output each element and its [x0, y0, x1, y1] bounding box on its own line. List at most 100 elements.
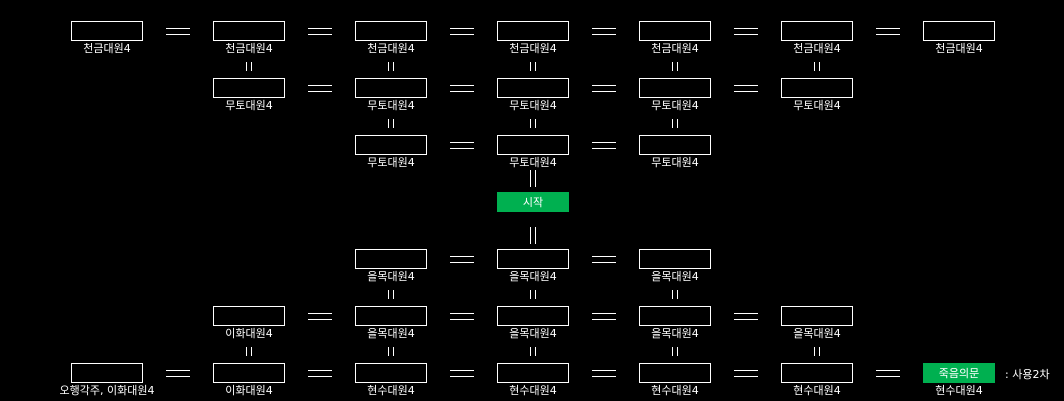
- room-label: 을목대원4: [651, 327, 699, 340]
- room-row-cheongeum-col4: 천금대원4: [639, 21, 711, 55]
- room-label: 천금대원4: [651, 42, 699, 55]
- horizontal-link: [166, 370, 190, 377]
- room-box[interactable]: [781, 306, 853, 326]
- horizontal-link: [876, 370, 900, 377]
- room-label: 을목대원4: [509, 270, 557, 283]
- room-row-muto-2-col3: 무토대원4: [497, 135, 569, 169]
- start-box[interactable]: 시작: [497, 192, 569, 212]
- room-label: 현수대원4: [367, 384, 415, 397]
- room-box[interactable]: [355, 306, 427, 326]
- room-box[interactable]: [639, 306, 711, 326]
- vertical-link: [388, 347, 394, 356]
- room-box[interactable]: [923, 21, 995, 41]
- room-row-hyeonsu-col2: 현수대원4: [355, 363, 427, 397]
- room-box[interactable]: [639, 135, 711, 155]
- room-row-hyeonsu-col4: 현수대원4: [639, 363, 711, 397]
- room-box[interactable]: [639, 363, 711, 383]
- horizontal-link: [592, 256, 616, 263]
- room-row-hyeonsu-col5: 현수대원4: [781, 363, 853, 397]
- vertical-link: [814, 62, 820, 71]
- room-box[interactable]: [497, 135, 569, 155]
- room-box[interactable]: [639, 21, 711, 41]
- room-row-eulmok-1-col4: 을목대원4: [639, 249, 711, 283]
- room-row-cheongeum-col1: 천금대원4: [213, 21, 285, 55]
- room-box[interactable]: [355, 135, 427, 155]
- room-label: 이화대원4: [225, 384, 273, 397]
- room-box[interactable]: [213, 21, 285, 41]
- room-label: 무토대원4: [509, 156, 557, 169]
- vertical-link: [246, 62, 252, 71]
- vertical-link: [530, 119, 536, 128]
- room-label: 을목대원4: [651, 270, 699, 283]
- room-box[interactable]: [781, 78, 853, 98]
- room-box[interactable]: [781, 363, 853, 383]
- room-row-muto-1-col2: 무토대원4: [355, 78, 427, 112]
- room-row-cheongeum-col3: 천금대원4: [497, 21, 569, 55]
- room-row-muto-1-col1: 무토대원4: [213, 78, 285, 112]
- room-box[interactable]: [639, 249, 711, 269]
- vertical-link: [530, 170, 536, 179]
- room-box[interactable]: [355, 21, 427, 41]
- room-box[interactable]: [355, 78, 427, 98]
- room-row-muto-1-col4: 무토대원4: [639, 78, 711, 112]
- horizontal-link: [308, 28, 332, 35]
- room-label: 오행각주, 이화대원4: [59, 384, 155, 397]
- room-box[interactable]: [213, 78, 285, 98]
- vertical-link: [388, 290, 394, 299]
- room-box[interactable]: [781, 21, 853, 41]
- room-box[interactable]: [497, 249, 569, 269]
- horizontal-link: [592, 370, 616, 377]
- vertical-link: [530, 62, 536, 71]
- room-box[interactable]: [355, 249, 427, 269]
- vertical-link: [530, 227, 536, 236]
- room-label: 이화대원4: [225, 327, 273, 340]
- horizontal-link: [450, 28, 474, 35]
- room-box[interactable]: [639, 78, 711, 98]
- room-row-cheongeum-col2: 천금대원4: [355, 21, 427, 55]
- room-label: 천금대원4: [935, 42, 983, 55]
- room-row-muto-1-col3: 무토대원4: [497, 78, 569, 112]
- room-row-start-col3: 시작: [497, 192, 569, 212]
- room-box[interactable]: [71, 21, 143, 41]
- room-row-eulmok-1-col2: 을목대원4: [355, 249, 427, 283]
- room-row-cheongeum-col5: 천금대원4: [781, 21, 853, 55]
- death-box[interactable]: 죽음의문: [923, 363, 995, 383]
- room-box[interactable]: [497, 78, 569, 98]
- room-label: 무토대원4: [367, 156, 415, 169]
- room-box[interactable]: [213, 363, 285, 383]
- room-label: 을목대원4: [367, 327, 415, 340]
- vertical-link: [672, 119, 678, 128]
- room-label: 천금대원4: [83, 42, 131, 55]
- room-box[interactable]: [497, 306, 569, 326]
- vertical-link: [530, 347, 536, 356]
- room-label: 무토대원4: [367, 99, 415, 112]
- room-row-eulmok-1-col3: 을목대원4: [497, 249, 569, 283]
- horizontal-link: [166, 28, 190, 35]
- room-label: 현수대원4: [935, 384, 983, 397]
- room-box[interactable]: [71, 363, 143, 383]
- room-row-eulmok-2-col2: 을목대원4: [355, 306, 427, 340]
- room-box[interactable]: [497, 21, 569, 41]
- room-row-muto-1-col5: 무토대원4: [781, 78, 853, 112]
- horizontal-link: [592, 142, 616, 149]
- horizontal-link: [450, 370, 474, 377]
- horizontal-link: [450, 313, 474, 320]
- room-box[interactable]: [497, 363, 569, 383]
- horizontal-link: [450, 85, 474, 92]
- vertical-link: [672, 290, 678, 299]
- vertical-link: [530, 178, 536, 187]
- room-box[interactable]: [213, 306, 285, 326]
- horizontal-link: [592, 85, 616, 92]
- vertical-link: [672, 347, 678, 356]
- room-label: 무토대원4: [793, 99, 841, 112]
- vertical-link: [672, 62, 678, 71]
- horizontal-link: [308, 85, 332, 92]
- room-label: 천금대원4: [225, 42, 273, 55]
- room-label: 을목대원4: [509, 327, 557, 340]
- room-box[interactable]: [355, 363, 427, 383]
- room-row-eulmok-2-col4: 을목대원4: [639, 306, 711, 340]
- horizontal-link: [734, 28, 758, 35]
- room-row-hyeonsu-col1: 이화대원4: [213, 363, 285, 397]
